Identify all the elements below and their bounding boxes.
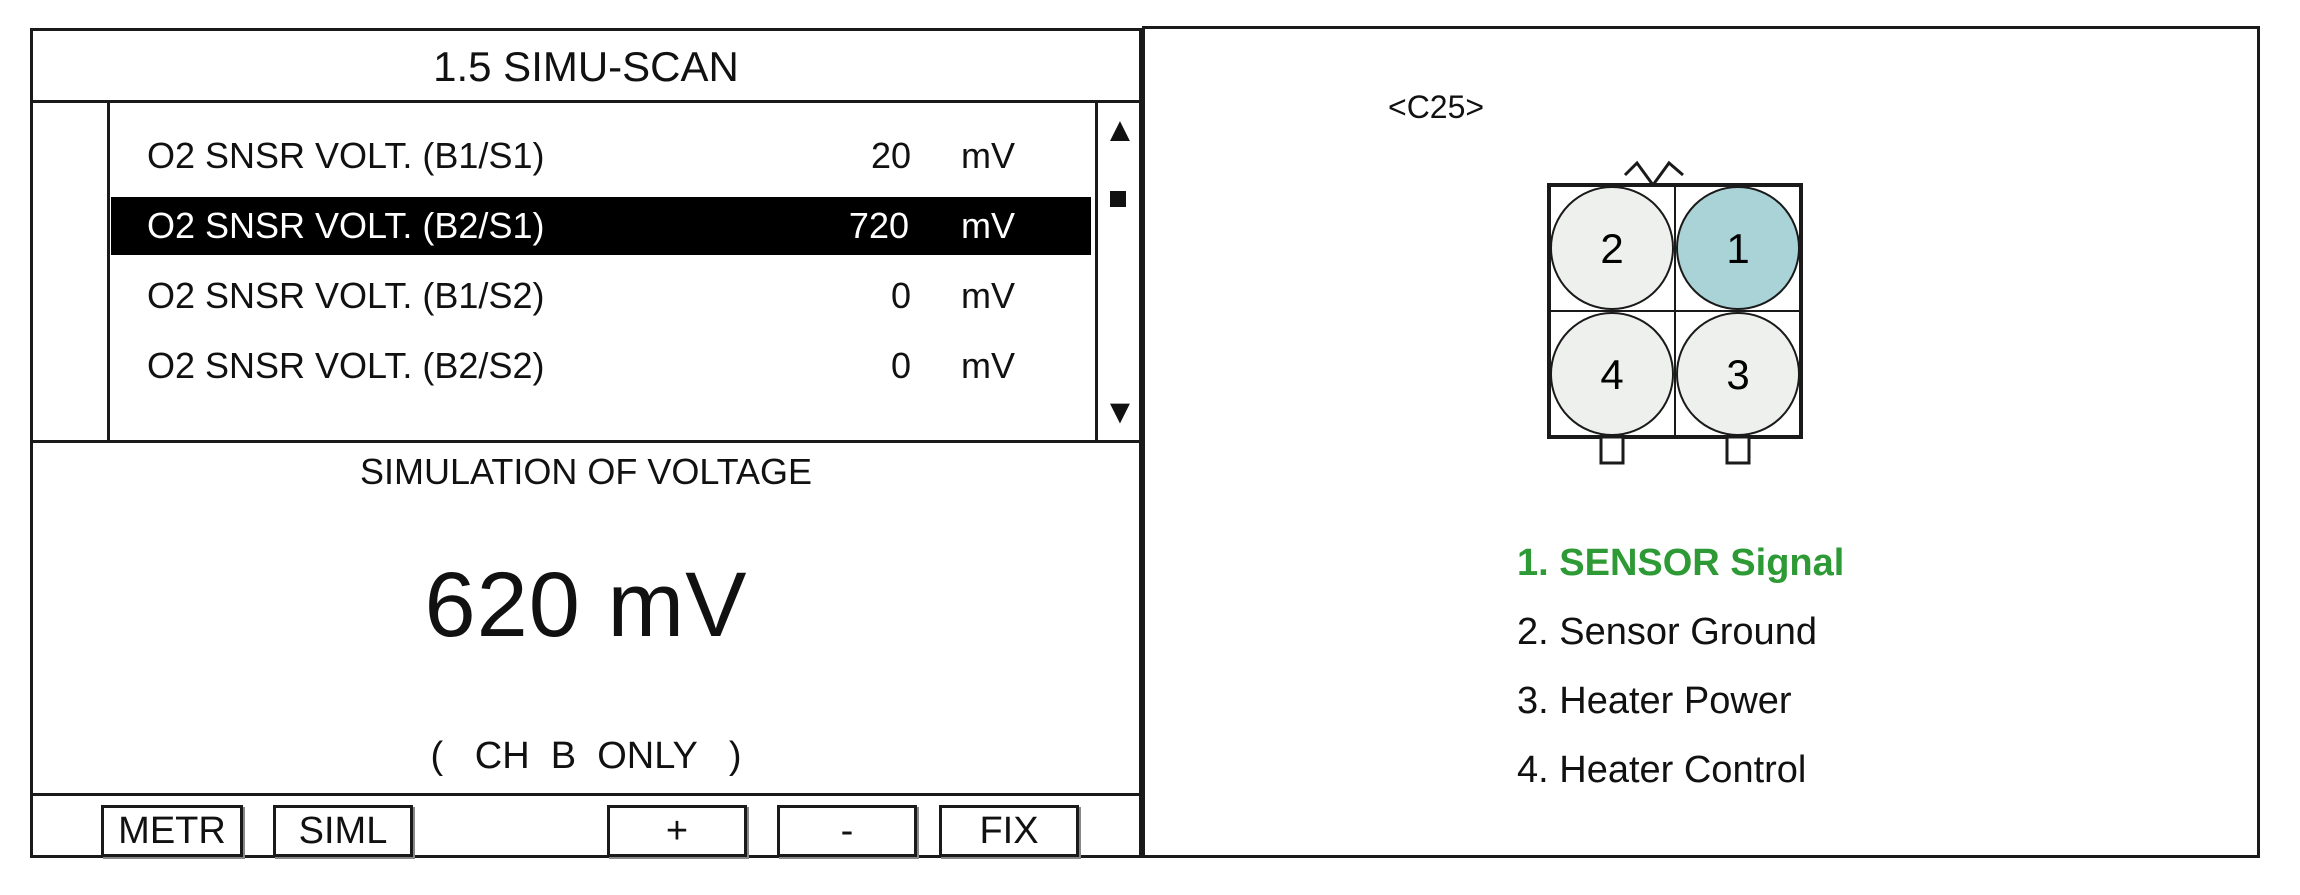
param-unit: mV xyxy=(961,275,1015,316)
plus-button[interactable]: + xyxy=(607,805,747,857)
metr-button[interactable]: METR xyxy=(101,805,243,857)
connector-panel: <C25> 2 1 4 3 1. SENSOR Signal 2. Sensor… xyxy=(1142,26,2260,858)
simulation-title: SIMULATION OF VOLTAGE xyxy=(359,451,813,492)
legend-item-sensor-ground: 2. Sensor Ground xyxy=(1517,611,1817,653)
pin-3 xyxy=(1676,312,1800,436)
minus-button[interactable]: - xyxy=(777,805,917,857)
pin-3-label: 3 xyxy=(1726,351,1749,398)
scrollbar[interactable]: ▲ ▼ xyxy=(1095,103,1139,440)
legend-item-heater-control: 4. Heater Control xyxy=(1517,749,1807,791)
param-value: 20 xyxy=(870,135,911,176)
fix-button[interactable]: FIX xyxy=(939,805,1079,857)
param-name: O2 SNSR VOLT. (B1/S2) xyxy=(147,275,545,316)
scan-title: 1.5 SIMU-SCAN xyxy=(33,31,1139,103)
param-value: 720 xyxy=(848,205,909,246)
simulation-area: SIMULATION OF VOLTAGE 620 mV ( CH B ONLY… xyxy=(33,443,1139,793)
param-unit: mV xyxy=(961,135,1015,176)
connector-diagram: 2 1 4 3 xyxy=(1547,160,1803,465)
pin-legend: 1. SENSOR Signal 2. Sensor Ground 3. Hea… xyxy=(1517,529,1844,805)
param-row-b1s2[interactable]: O2 SNSR VOLT. (B1/S2) 0 mV xyxy=(111,267,1093,325)
function-key-bar: METR SIML + - FIX xyxy=(33,793,1139,858)
param-name: O2 SNSR VOLT. (B2/S1) xyxy=(147,205,545,246)
param-unit: mV xyxy=(961,345,1015,386)
square-icon[interactable] xyxy=(1110,191,1126,207)
list-divider xyxy=(107,103,110,440)
param-value: 0 xyxy=(890,275,911,316)
pin-4 xyxy=(1550,312,1674,436)
triangle-up-icon[interactable]: ▲ xyxy=(1103,111,1137,149)
terminal-tab xyxy=(1725,435,1751,465)
param-unit: mV xyxy=(961,205,1015,246)
simulation-value: 620 mV xyxy=(424,554,748,656)
siml-button[interactable]: SIML xyxy=(273,805,413,857)
simu-scan-panel: 1.5 SIMU-SCAN O2 SNSR VOLT. (B1/S1) 20 m… xyxy=(30,28,1142,858)
param-value: 0 xyxy=(890,345,911,386)
channel-note: ( CH B ONLY ) xyxy=(430,735,742,777)
param-row-b2s1[interactable]: O2 SNSR VOLT. (B2/S1) 720 mV xyxy=(111,197,1091,255)
pin-2-label: 2 xyxy=(1600,225,1623,272)
pin-4-label: 4 xyxy=(1600,351,1623,398)
legend-item-heater-power: 3. Heater Power xyxy=(1517,680,1792,722)
param-name: O2 SNSR VOLT. (B2/S2) xyxy=(147,345,545,386)
connector-latch xyxy=(1623,160,1684,188)
param-row-b1s1[interactable]: O2 SNSR VOLT. (B1/S1) 20 mV xyxy=(111,127,1093,185)
connector-id: <C25> xyxy=(1388,89,1485,125)
pin-1-label: 1 xyxy=(1726,225,1749,272)
terminal-tab xyxy=(1599,435,1625,465)
parameter-list: O2 SNSR VOLT. (B1/S1) 20 mV O2 SNSR VOLT… xyxy=(33,103,1139,443)
triangle-down-icon[interactable]: ▼ xyxy=(1103,393,1137,431)
param-name: O2 SNSR VOLT. (B1/S1) xyxy=(147,135,545,176)
pin-2 xyxy=(1550,186,1674,310)
param-row-b2s2[interactable]: O2 SNSR VOLT. (B2/S2) 0 mV xyxy=(111,337,1093,395)
pin-1 xyxy=(1676,186,1800,310)
legend-item-sensor-signal: 1. SENSOR Signal xyxy=(1517,542,1845,584)
